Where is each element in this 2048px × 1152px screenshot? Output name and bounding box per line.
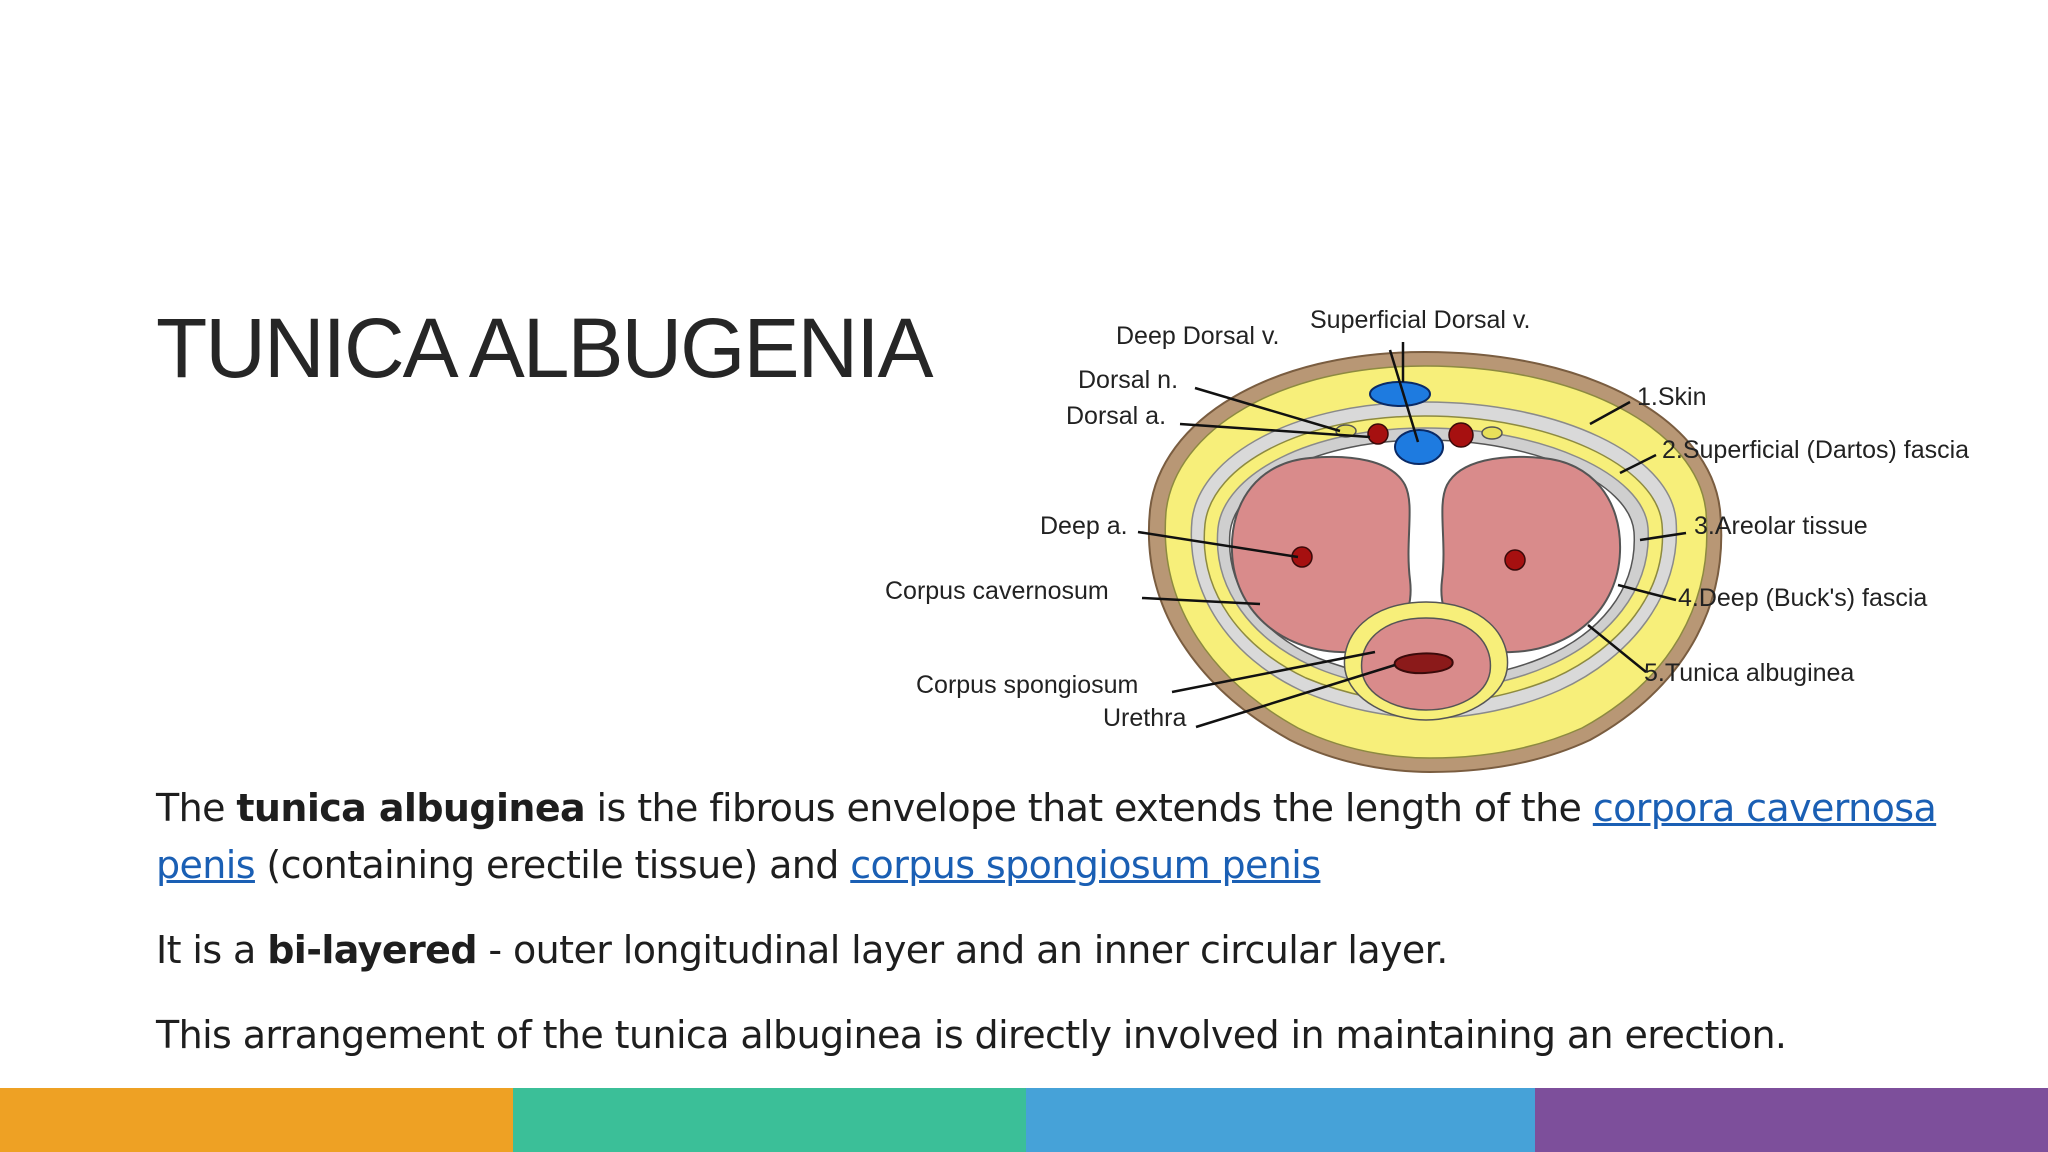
label-skin: 1.Skin bbox=[1637, 383, 1706, 411]
dorsal-artery-right bbox=[1448, 422, 1474, 448]
bold-term: bi-layered bbox=[267, 928, 477, 972]
footer-segment-purple bbox=[1535, 1088, 2048, 1152]
paragraph-erection: This arrangement of the tunica albuginea… bbox=[156, 1007, 1986, 1064]
label-deep-dorsal-v: Deep Dorsal v. bbox=[1116, 322, 1280, 350]
label-tunica-albuginea: 5.Tunica albuginea bbox=[1644, 659, 1854, 687]
paragraph-definition: The tunica albuginea is the fibrous enve… bbox=[156, 780, 1986, 894]
urethra bbox=[1393, 652, 1454, 675]
slide-title: TUNICA ALBUGENIA bbox=[156, 301, 934, 395]
label-superficial-dorsal-v: Superficial Dorsal v. bbox=[1310, 306, 1530, 334]
label-areolar-tissue: 3.Areolar tissue bbox=[1694, 512, 1868, 540]
label-dorsal-n: Dorsal n. bbox=[1078, 366, 1178, 394]
bold-term: tunica albuginea bbox=[236, 786, 586, 830]
dorsal-nerve-right bbox=[1481, 426, 1503, 440]
text-segment: is the fibrous envelope that extends the… bbox=[585, 786, 1593, 830]
text-segment: It is a bbox=[156, 928, 268, 972]
paragraph-layers: It is a bi-layered - outer longitudinal … bbox=[156, 922, 1986, 979]
text-segment: The bbox=[156, 786, 237, 830]
text-segment: (containing erectile tissue) and bbox=[254, 843, 851, 887]
label-deep-a: Deep a. bbox=[1040, 512, 1128, 540]
footer-color-bar bbox=[0, 1088, 2048, 1152]
label-urethra: Urethra bbox=[1103, 704, 1186, 732]
label-superficial-fascia: 2.Superficial (Dartos) fascia bbox=[1662, 436, 1969, 464]
footer-segment-orange bbox=[0, 1088, 513, 1152]
dorsal-artery-left bbox=[1367, 423, 1389, 445]
body-text: The tunica albuginea is the fibrous enve… bbox=[156, 780, 1986, 1092]
footer-segment-teal bbox=[513, 1088, 1026, 1152]
link-corpora-cavernosa[interactable]: corpora cavernosa penis bbox=[156, 786, 1937, 887]
label-corpus-spongiosum: Corpus spongiosum bbox=[916, 671, 1138, 699]
link-corpus-spongiosum[interactable]: corpus spongiosum penis bbox=[850, 843, 1321, 887]
text-segment: - outer longitudinal layer and an inner … bbox=[476, 928, 1448, 972]
label-corpus-cavernosum: Corpus cavernosum bbox=[885, 577, 1109, 605]
text-segment: This arrangement of the tunica albuginea… bbox=[156, 1013, 1787, 1057]
leader-lines bbox=[1137, 342, 1687, 729]
label-dorsal-a: Dorsal a. bbox=[1066, 402, 1166, 430]
deep-dorsal-vein bbox=[1394, 429, 1444, 465]
penis-cross-section-diagram: Deep Dorsal v. Superficial Dorsal v. Dor… bbox=[885, 306, 1969, 774]
deep-artery-right bbox=[1504, 549, 1526, 571]
footer-segment-blue bbox=[1026, 1088, 1535, 1152]
label-deep-fascia: 4.Deep (Buck's) fascia bbox=[1678, 584, 1927, 612]
